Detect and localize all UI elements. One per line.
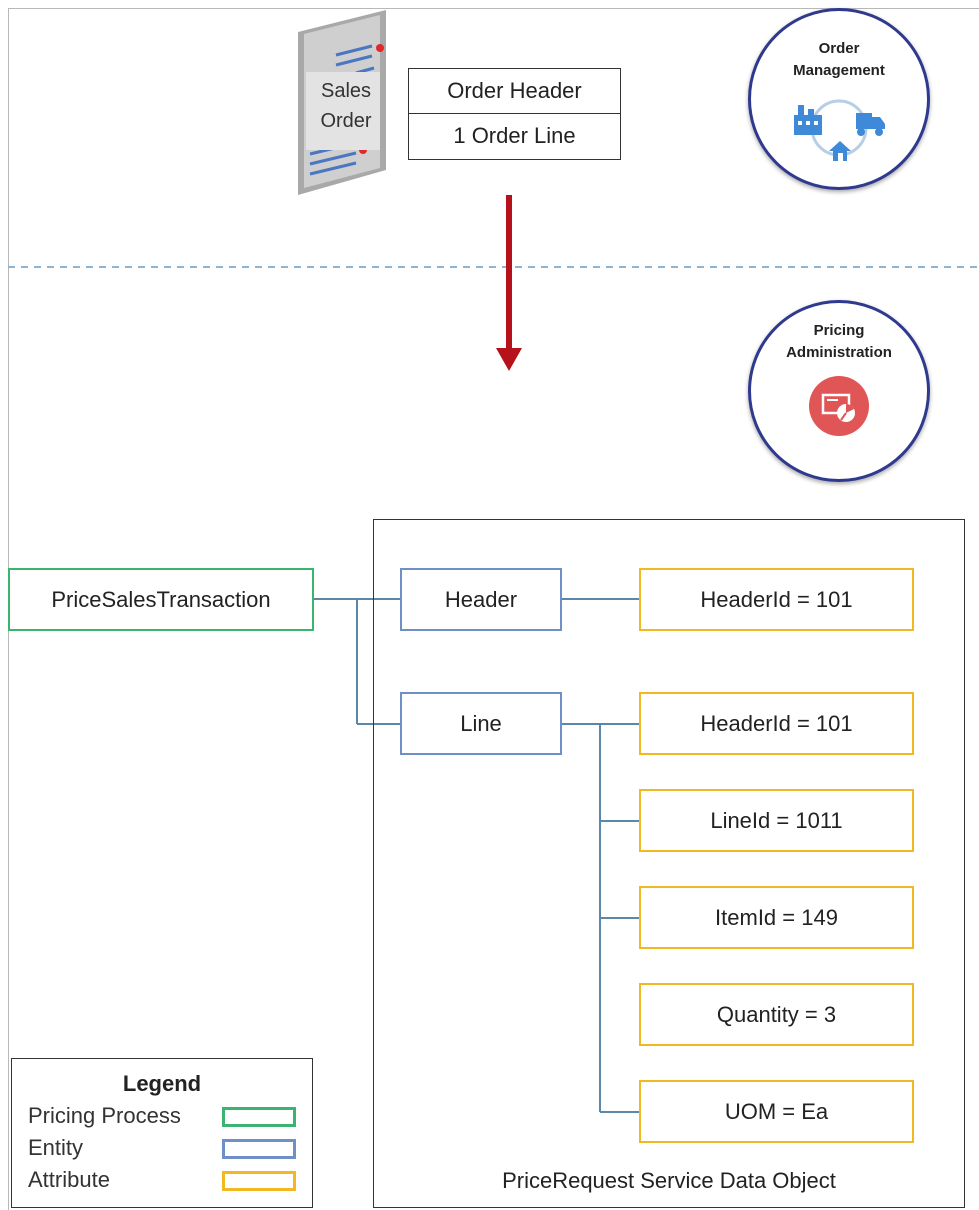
legend-item-attribute: Attribute	[28, 1167, 110, 1192]
panel-caption: PriceRequest Service Data Object	[502, 1168, 836, 1193]
order-management-circle: Order Management	[748, 8, 930, 190]
entity-line-box: Line	[400, 692, 562, 755]
pricing-administration-title-1: Pricing	[813, 322, 865, 339]
price-request-panel	[373, 519, 965, 1208]
sales-order-label-1: Sales	[320, 80, 372, 102]
line-attr-itemid: ItemId = 149	[639, 886, 914, 949]
legend-item-process: Pricing Process	[28, 1103, 181, 1128]
legend-swatch-attribute	[222, 1171, 296, 1191]
flow-arrow	[496, 195, 522, 371]
frame-top-border	[8, 8, 979, 9]
process-box: PriceSalesTransaction	[8, 568, 314, 631]
factory-truck-home-icon	[794, 99, 885, 161]
line-attr-quantity: Quantity = 3	[639, 983, 914, 1046]
line-attr-uom: UOM = Ea	[639, 1080, 914, 1143]
line-attr-headerid: HeaderId = 101	[639, 692, 914, 755]
connectors	[313, 598, 640, 1113]
sales-order-label-2: Order	[320, 110, 372, 132]
pricing-administration-title-2: Administration	[786, 344, 892, 361]
header-attr-headerid: HeaderId = 101	[639, 568, 914, 631]
order-box: Order Header 1 Order Line	[408, 68, 621, 160]
sales-order-document-icon: Sales Order	[296, 10, 388, 195]
legend-swatch-entity	[222, 1139, 296, 1159]
legend: Legend Pricing Process Entity Attribute	[11, 1058, 313, 1208]
legend-swatch-process	[222, 1107, 296, 1127]
legend-item-entity: Entity	[28, 1135, 84, 1160]
entity-header-box: Header	[400, 568, 562, 631]
order-line-label: 1 Order Line	[409, 113, 620, 158]
legend-title: Legend	[122, 1071, 202, 1096]
order-management-title-1: Order	[818, 40, 860, 57]
order-header-label: Order Header	[447, 78, 582, 103]
order-management-title-2: Management	[793, 62, 885, 79]
line-attr-lineid: LineId = 1011	[639, 789, 914, 852]
pricing-administration-circle: Pricing Administration	[748, 300, 930, 482]
pricing-chart-icon	[809, 376, 869, 436]
